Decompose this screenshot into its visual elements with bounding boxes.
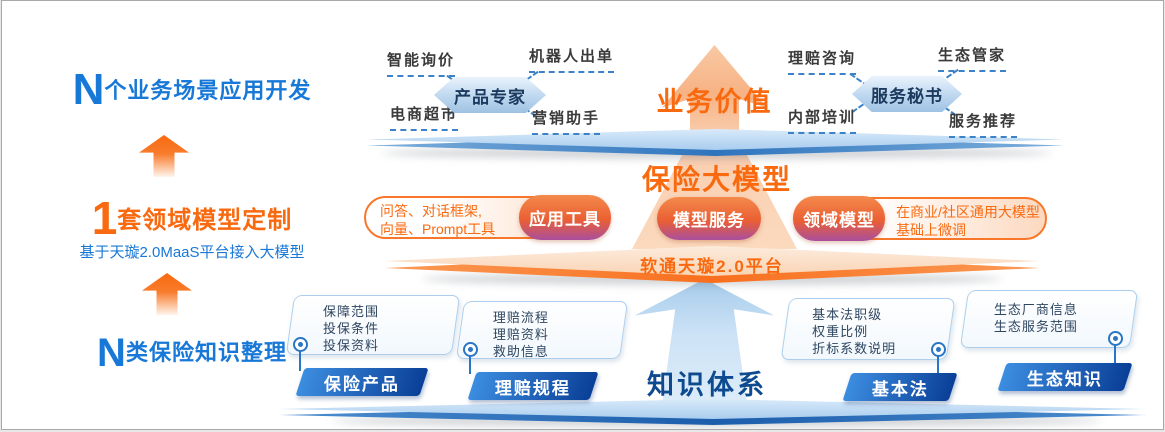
left-subtitle-model: 基于天璇2.0MaaS平台接入大模型 [79,244,305,261]
card-item: 权重比例 [812,324,869,339]
bullet-icon [931,342,946,357]
item-claims-consult: 理赔咨询 [788,47,857,75]
item-ecommerce: 电商超市 [390,103,459,131]
bullet-icon [463,342,478,357]
group-label-text: 保险产品 [324,374,400,394]
left-title-knowledge: N类保险知识整理 [32,331,352,376]
app-tools-desc-line2: 向量、Prompt工具 [380,221,496,237]
platform-title: 软通天璇2.0平台 [640,257,784,276]
label-claims: 理赔规程 [467,372,599,400]
domain-model-desc-line2: 基础上微调 [896,222,966,238]
model-count: 1 [91,192,118,244]
insurance-model-title: 保险大模型 [641,164,792,195]
label-basic-law: 基本法 [842,373,958,401]
bullet-connector [299,351,301,371]
scenario-count: N [72,65,105,114]
card-item: 救助信息 [492,344,549,359]
item-internal-training: 内部培训 [788,106,857,134]
item-service-recommend: 服务推荐 [949,110,1018,138]
domain-model-pill: 领域模型 [793,196,885,241]
knowledge-card-basic-law: 基本法职级 权重比例 折标系数说明 [780,298,956,360]
app-tools-pill-label: 应用工具 [529,210,601,229]
up-arrow-top [139,135,189,177]
model-service-pill-label: 模型服务 [673,211,745,230]
scenario-label: 个业务场景应用开发 [104,78,312,103]
card-item: 基本法职级 [812,307,883,322]
bullet-icon [1108,331,1123,346]
domain-model-desc-line1: 在商业/社区通用大模型 [896,204,1040,220]
domain-model-pill-label: 领域模型 [803,211,875,230]
card-item: 理赔资料 [492,327,549,342]
product-expert-hexagon: 产品专家 [434,77,546,113]
app-tools-desc-line1: 问答、对话框架, [380,203,482,219]
left-title-model: 1套领域模型定制 [32,191,352,245]
group-label-text: 基本法 [871,379,929,399]
card-item: 保障范围 [323,304,380,319]
item-smart-quote: 智能询价 [387,49,456,77]
model-service-pill: 模型服务 [657,197,761,240]
item-eco-butler: 生态管家 [938,44,1007,72]
product-expert-title: 产品专家 [454,87,526,107]
left-title-scenarios: N个业务场景应用开发 [32,65,352,115]
business-value-title: 业务价值 [656,87,773,117]
up-arrow-bottom [142,273,192,315]
service-secretary-hexagon: 服务秘书 [852,76,962,112]
item-robot-policy: 机器人出单 [529,45,615,73]
bullet-connector [1114,345,1116,363]
model-label: 套领域模型定制 [117,207,293,234]
service-secretary-title: 服务秘书 [871,86,943,106]
label-insurance-products: 保险产品 [295,368,429,396]
card-item: 理赔流程 [492,310,549,325]
knowledge-label: 类保险知识整理 [125,340,287,365]
item-marketing-assistant: 营销助手 [532,107,601,135]
group-label-text: 生态知识 [1027,369,1103,389]
knowledge-count: N [97,331,126,375]
label-ecosystem: 生态知识 [997,363,1133,391]
knowledge-card-claims: 理赔流程 理赔资料 救助信息 [455,301,629,359]
base-bar-face [280,399,1146,419]
app-tools-pill: 应用工具 [519,195,611,240]
group-label-text: 理赔规程 [495,378,571,398]
card-item: 生态厂商信息 [993,302,1078,317]
bullet-connector [469,356,471,374]
bullet-icon [293,337,308,352]
bullet-connector [937,356,939,374]
card-item: 折标系数说明 [812,341,897,356]
knowledge-title: 知识体系 [647,370,767,400]
